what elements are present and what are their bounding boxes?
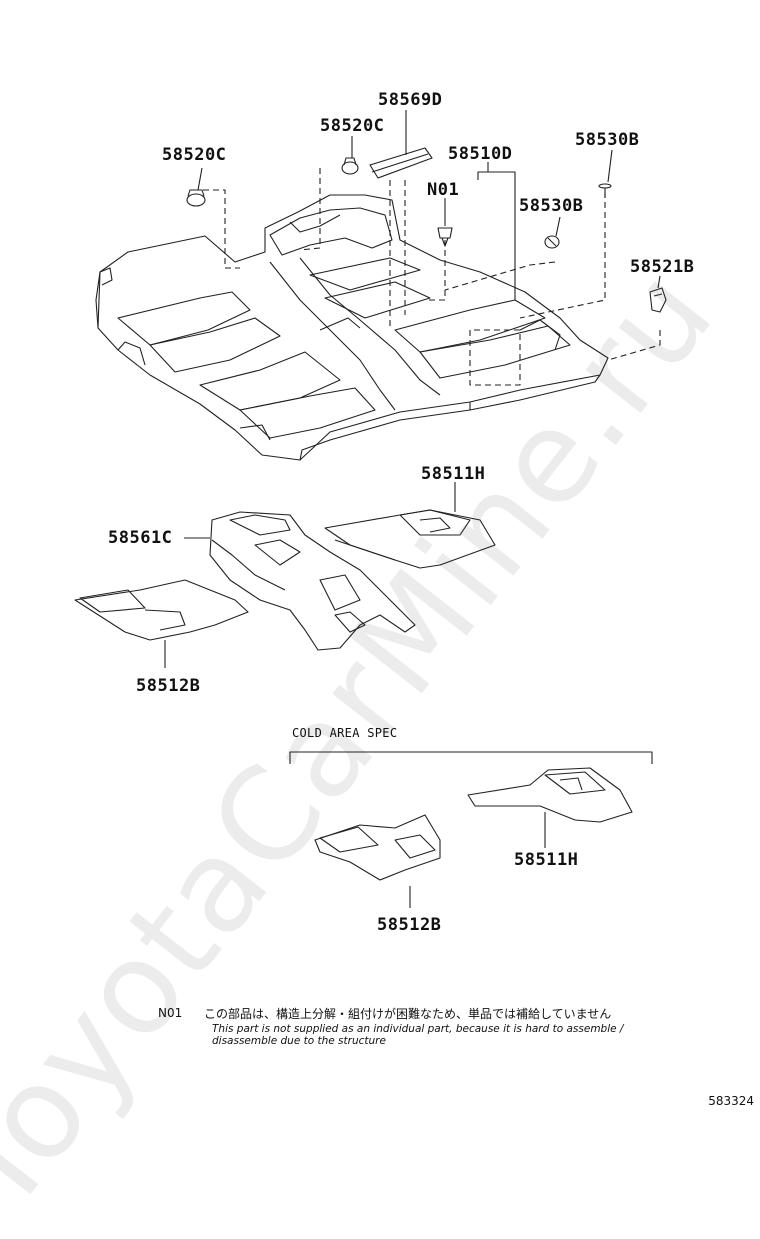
figure-number: 583324 xyxy=(708,1094,754,1108)
label-58520C-top: 58520C xyxy=(320,116,385,136)
note-code: N01 xyxy=(158,1006,183,1020)
clip-58520C-left xyxy=(186,189,206,207)
label-58521B: 58521B xyxy=(630,257,695,277)
label-N01: N01 xyxy=(427,180,460,200)
silencer-58512B-top xyxy=(74,579,249,641)
label-58561C: 58561C xyxy=(108,528,173,548)
silencer-58512B-cold xyxy=(314,814,441,881)
label-58511H-top: 58511H xyxy=(421,464,486,484)
label-58520C-left: 58520C xyxy=(162,145,227,165)
label-58512B-top: 58512B xyxy=(136,676,201,696)
clip-58521B xyxy=(649,287,667,313)
hidden-lines xyxy=(203,168,661,386)
strip-58569D xyxy=(369,147,433,179)
screw-58530B-top xyxy=(598,183,612,198)
label-58530B-mid: 58530B xyxy=(519,196,584,216)
parts-diagram xyxy=(74,110,667,908)
clip-58520C-top xyxy=(341,157,359,175)
cold-area-spec-title: COLD AREA SPEC xyxy=(292,726,398,740)
label-58569D: 58569D xyxy=(378,90,443,110)
note-english-line1: This part is not supplied as an individu… xyxy=(212,1023,624,1035)
silencer-58561C xyxy=(209,511,416,651)
label-58530B-top: 58530B xyxy=(575,130,640,150)
label-58510D: 58510D xyxy=(448,144,513,164)
cold-area-bracket xyxy=(289,751,653,764)
silencer-58511H-top xyxy=(324,509,496,569)
floor-carpet-assembly xyxy=(95,194,609,461)
label-58512B-cold: 58512B xyxy=(377,915,442,935)
leader-lines xyxy=(164,110,661,908)
clip-58530B-mid xyxy=(544,235,560,249)
silencer-58511H-cold xyxy=(467,767,633,823)
note-japanese: この部品は、構造上分解・組付けが困難なため、単品では補給していません xyxy=(204,1007,612,1021)
clip-N01 xyxy=(437,227,453,247)
label-58511H-cold: 58511H xyxy=(514,850,579,870)
note-english-line2: disassemble due to the structure xyxy=(212,1035,386,1047)
